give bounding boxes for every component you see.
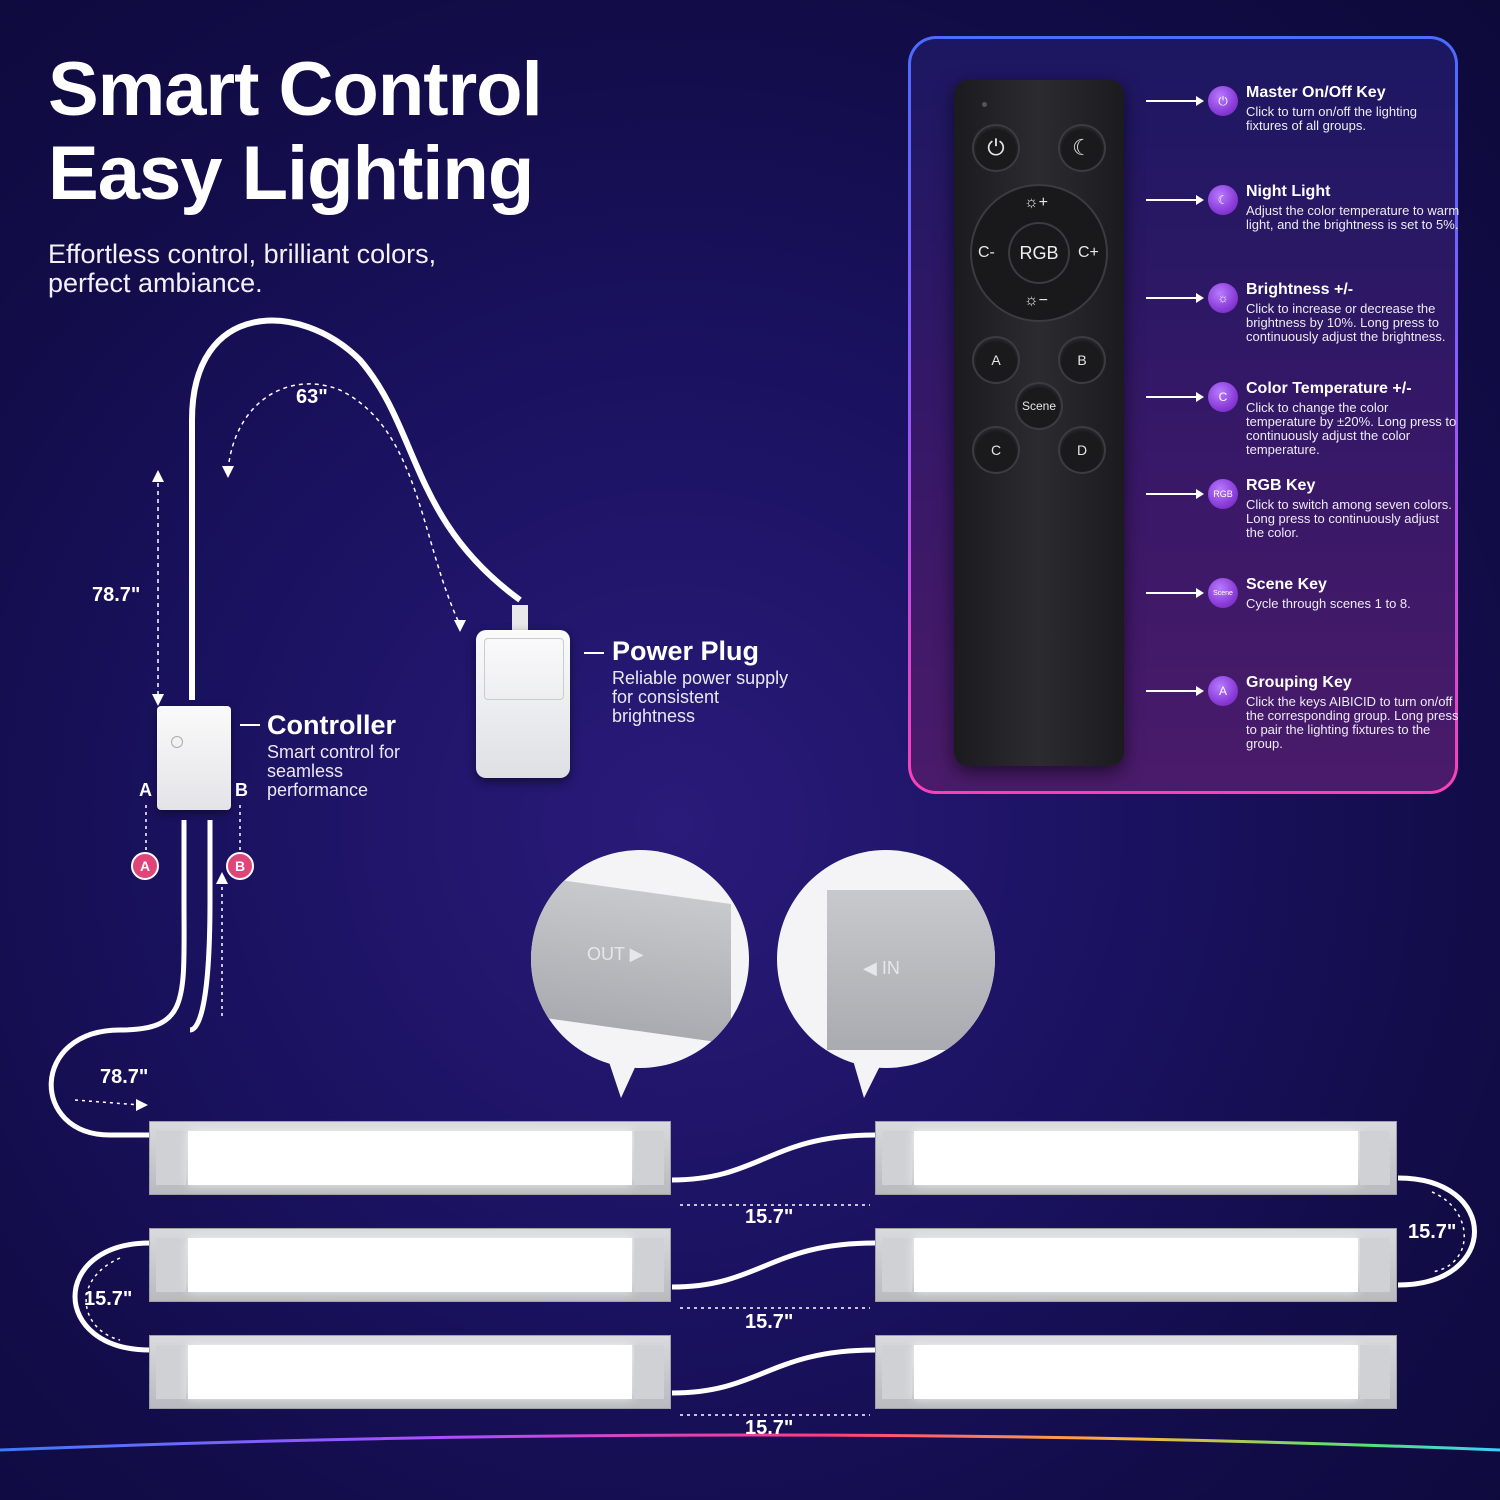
key-title: Grouping Key xyxy=(1246,674,1352,691)
scene-button[interactable]: Scene xyxy=(1017,384,1061,428)
remote-led-indicator xyxy=(982,102,987,107)
c-icon: C xyxy=(1208,382,1238,412)
key-title: Brightness +/- xyxy=(1246,281,1354,298)
bulb-b-icon: B xyxy=(1077,352,1087,368)
dim-link-1: 15.7" xyxy=(745,1206,794,1228)
plug-leader-line xyxy=(584,652,604,654)
rgb-button[interactable]: RGB xyxy=(1010,224,1068,282)
power-plug-callout: Power Plug Reliable power supply for con… xyxy=(612,636,812,726)
power-icon: ⏻ xyxy=(987,135,1005,160)
key-title: Master On/Off Key xyxy=(1246,84,1386,101)
out-label: OUT ▶ xyxy=(587,944,644,964)
bulb-d-icon: D xyxy=(1076,442,1088,458)
moon-icon: ☾ xyxy=(1072,135,1092,160)
dim-feed-cable: 78.7" xyxy=(100,1066,149,1088)
led-bar-3 xyxy=(149,1228,671,1302)
group-b-button[interactable]: B xyxy=(1060,338,1104,382)
group-a-button[interactable]: A xyxy=(974,338,1018,382)
moon-icon: ☾ xyxy=(1208,185,1238,215)
key-title: Color Temperature +/- xyxy=(1246,380,1412,397)
port-b-label: B xyxy=(235,780,248,800)
controller-box xyxy=(157,706,231,810)
remote-power-button[interactable]: ⏻ xyxy=(974,126,1018,170)
key-desc: Click the keys AIBICID to turn on/off th… xyxy=(1246,694,1459,751)
led-bar-6 xyxy=(875,1335,1397,1409)
scene-icon: Scene xyxy=(1208,578,1238,608)
controller-leader-line xyxy=(240,724,260,726)
controller-title: Controller xyxy=(267,710,397,740)
brightness-up-button[interactable]: ☼+ xyxy=(1024,194,1049,211)
title-line-2: Easy Lighting xyxy=(48,131,534,216)
key-arrow xyxy=(1146,293,1204,303)
key-desc: Adjust the color temperature to warm lig… xyxy=(1246,203,1460,232)
key-title: Scene Key xyxy=(1246,576,1327,593)
group-d-button[interactable]: D xyxy=(1060,428,1104,472)
page-title: Smart Control Easy Lighting xyxy=(48,47,543,216)
bulb-c-icon: C xyxy=(990,442,1002,458)
key-arrow xyxy=(1146,588,1204,598)
port-a-label: A xyxy=(139,780,152,800)
remote-control: ⏻ ☾ ☼+ ☼− C- C+ RGB A B Scene C D xyxy=(954,80,1124,766)
power-plug-title: Power Plug xyxy=(612,636,760,666)
dim-link-right: 15.7" xyxy=(1408,1221,1457,1243)
in-label: ◀ IN xyxy=(863,958,900,978)
led-bar-1 xyxy=(149,1121,671,1195)
led-bar-4 xyxy=(875,1228,1397,1302)
key-desc: Click to turn on/off the lighting fixtur… xyxy=(1246,104,1418,133)
power-icon: ⏻ xyxy=(1208,86,1238,116)
key-arrow xyxy=(1146,96,1204,106)
scene-button-label: Scene xyxy=(1021,399,1057,413)
remote-night-button[interactable]: ☾ xyxy=(1060,126,1104,170)
title-line-1: Smart Control xyxy=(48,47,543,132)
key-arrow xyxy=(1146,392,1204,402)
color-temp-down-button[interactable]: C- xyxy=(978,244,995,261)
led-bar-5 xyxy=(149,1335,671,1409)
led-bar-2 xyxy=(875,1121,1397,1195)
key-desc: Click to increase or decrease the bright… xyxy=(1246,301,1446,344)
dim-link-3: 15.7" xyxy=(745,1417,794,1439)
key-title: Night Light xyxy=(1246,183,1331,200)
port-a-badge-text: A xyxy=(139,858,151,874)
key-desc: Click to change the color temperature by… xyxy=(1246,400,1457,457)
bulb-a-icon: A xyxy=(991,352,1001,368)
in-connector-zoom: ◀ IN xyxy=(777,850,995,1068)
key-title: RGB Key xyxy=(1246,477,1316,494)
dim-cable-to-plug: 63" xyxy=(296,386,328,408)
color-temp-up-button[interactable]: C+ xyxy=(1078,244,1099,261)
key-arrow xyxy=(1146,195,1204,205)
out-connector-zoom: OUT ▶ xyxy=(531,850,749,1068)
sun-icon: ☼ xyxy=(1208,283,1238,313)
in-bubble-pointer xyxy=(850,1050,888,1098)
bulb-icon: A xyxy=(1208,676,1238,706)
out-bubble-pointer xyxy=(605,1050,643,1098)
key-desc: Click to switch among seven colors. Long… xyxy=(1246,497,1452,540)
dim-link-2: 15.7" xyxy=(745,1311,794,1333)
port-a-badge: A xyxy=(131,852,159,880)
key-desc: Cycle through scenes 1 to 8. xyxy=(1246,596,1411,611)
controller-callout: Controller Smart control for seamless pe… xyxy=(267,710,467,800)
dim-controller-cable: 78.7" xyxy=(92,584,141,606)
controller-desc: Smart control for seamless performance xyxy=(267,742,401,800)
power-plug-desc: Reliable power supply for consistent bri… xyxy=(612,668,789,726)
rgb-icon: RGB xyxy=(1208,479,1238,509)
power-plug-device xyxy=(476,630,570,778)
port-b-badge: B xyxy=(226,852,254,880)
remote-dial: ☼+ ☼− C- C+ RGB xyxy=(972,186,1106,320)
port-b-badge-text: B xyxy=(234,858,246,874)
brightness-down-button[interactable]: ☼− xyxy=(1024,292,1049,309)
dim-link-left: 15.7" xyxy=(84,1288,133,1310)
group-c-button[interactable]: C xyxy=(974,428,1018,472)
key-arrow xyxy=(1146,686,1204,696)
key-arrow xyxy=(1146,489,1204,499)
page-subtitle: Effortless control, brilliant colors, pe… xyxy=(48,239,437,298)
